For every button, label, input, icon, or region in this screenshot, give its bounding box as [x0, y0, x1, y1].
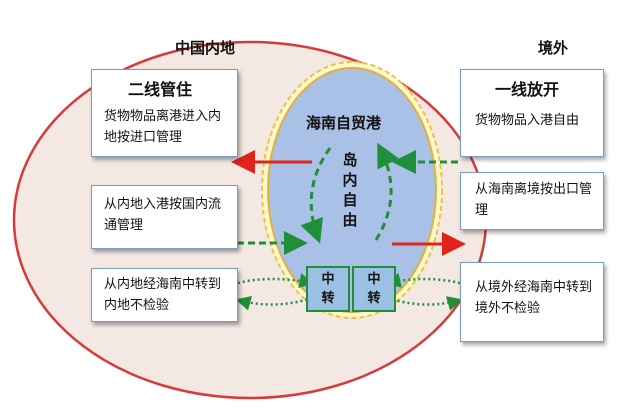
ftz-title: 海南自贸港 [306, 114, 382, 132]
island-region [267, 67, 437, 313]
mainland-transit-box: 从内地经海南中转到内地不检验 [91, 268, 238, 322]
transit-arrow-right-bottom [387, 296, 463, 311]
exit-export-box: 从海南离境按出口管理 [460, 172, 604, 230]
first-line-text: 货物物品入港自由 [475, 113, 580, 128]
overseas-title: 境外 [538, 39, 569, 57]
transfer-box-left: 中转 [306, 266, 350, 312]
mainland-title: 中国内地 [175, 39, 236, 57]
circle-arrow-right [374, 142, 399, 241]
transfer-box-right: 中转 [352, 266, 396, 312]
transfer-label-left: 中转 [321, 272, 335, 306]
transit-arrow-left-top [237, 273, 315, 289]
second-line-title: 二线管住 [128, 80, 193, 99]
exit-export-text: 从海南离境按出口管理 [475, 182, 593, 218]
mainland-transit-text: 从内地经海南中转到内地不检验 [104, 277, 222, 313]
overseas-transit-box: 从境外经海南中转到境外不检验 [460, 262, 604, 342]
island-free-label: 岛内自由 [342, 151, 358, 229]
first-line-title: 一线放开 [495, 80, 560, 99]
mainland-entry-text: 从内地入港按国内流通管理 [104, 197, 222, 233]
mainland-entry-box: 从内地入港按国内流通管理 [91, 185, 238, 249]
circle-arrow-left [300, 147, 332, 244]
second-line-text: 货物物品离港进入内地按进口管理 [104, 109, 222, 145]
overseas-transit-text: 从境外经海南中转到境外不检验 [475, 280, 593, 316]
transfer-label-right: 中转 [367, 272, 381, 306]
second-line-box: 二线管住 货物物品离港进入内地按进口管理 [91, 69, 238, 157]
first-line-box: 一线放开 货物物品入港自由 [460, 69, 604, 157]
